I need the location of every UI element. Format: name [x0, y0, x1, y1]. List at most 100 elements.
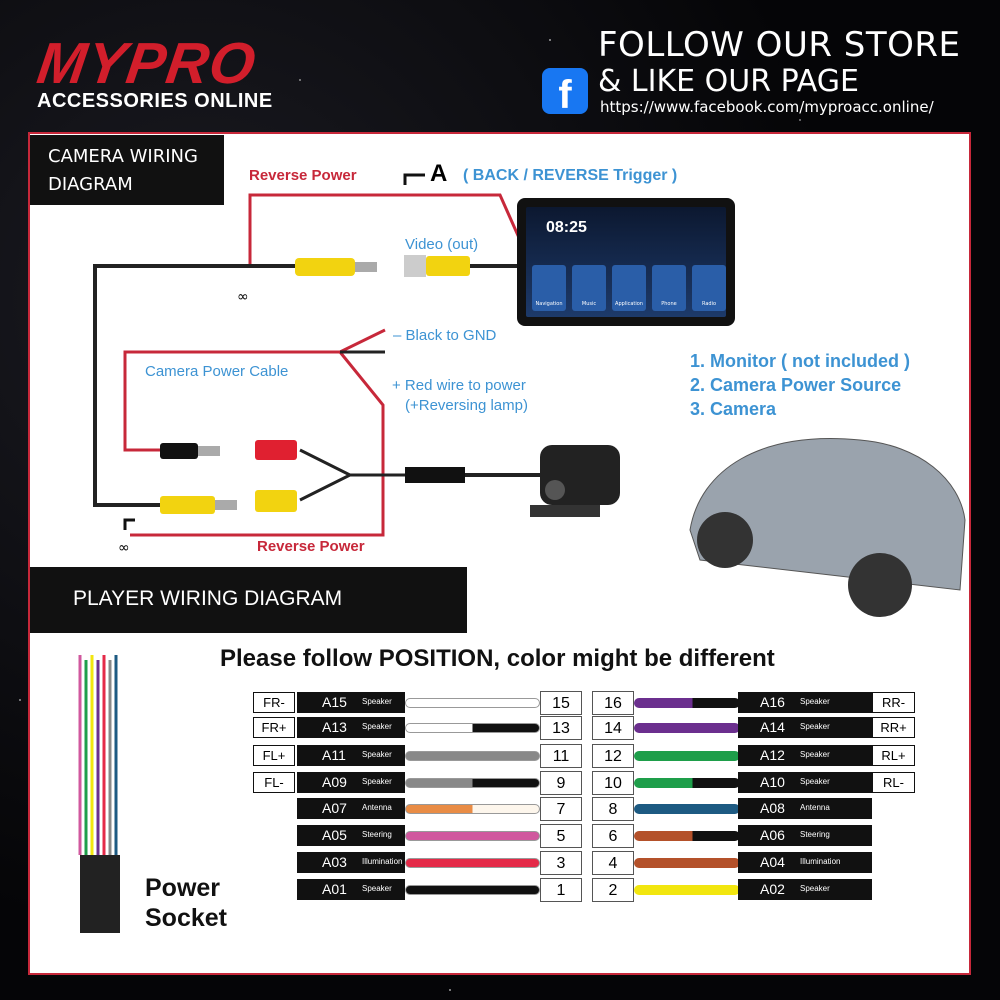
legend-item-camera: 3. Camera: [690, 399, 777, 419]
pin-number: 3: [540, 851, 582, 875]
follow-store-text: FOLLOW OUR STORE: [598, 25, 961, 65]
pin-code-box: A13 Speaker: [297, 717, 405, 738]
black-gnd-label: – Black to GND: [393, 327, 497, 344]
pin-number: 2: [592, 878, 634, 902]
pin-function: Illumination: [362, 857, 403, 866]
legend-list: 1. Monitor ( not included ) 2. Camera Po…: [690, 349, 910, 421]
pin-function: Steering: [362, 830, 392, 839]
pin-code: A01: [322, 881, 347, 897]
pin-side-label: RR+: [872, 717, 915, 738]
harness-image: [78, 655, 120, 933]
wire-A03: [405, 858, 540, 868]
pin-number: 10: [592, 771, 634, 795]
facebook-icon[interactable]: f: [542, 68, 588, 117]
wire-A15: [405, 698, 540, 708]
wire-A07: [405, 804, 540, 814]
socket-line-2: Socket: [145, 904, 227, 932]
pin-number: 16: [592, 691, 634, 715]
camera-power-cable-label: Camera Power Cable: [145, 363, 289, 380]
pin-code-box: A05 Steering: [297, 825, 405, 846]
wire-A11: [405, 751, 540, 761]
pin-code-box: A14 Speaker: [738, 717, 872, 738]
pin-number: 12: [592, 744, 634, 768]
brand-subtitle: ACCESSORIES ONLINE: [37, 90, 273, 112]
pin-code: A09: [322, 774, 347, 790]
svg-text:∞: ∞: [118, 540, 130, 556]
pin-function: Speaker: [362, 777, 392, 786]
pin-function: Illumination: [800, 857, 841, 866]
pin-number: 15: [540, 691, 582, 715]
monitor-app-tile: Music: [572, 265, 606, 311]
pin-side-label: FR-: [253, 692, 295, 713]
pin-side-label: RL-: [872, 772, 915, 793]
pin-number: 5: [540, 824, 582, 848]
pin-number: 11: [540, 744, 582, 768]
wire-A10: [634, 778, 740, 788]
wire-A12: [634, 751, 740, 761]
pin-function: Speaker: [362, 722, 392, 731]
pin-side-label: FL+: [253, 745, 295, 766]
wire-A01: [405, 885, 540, 895]
wire-A09: [405, 778, 540, 788]
pin-code: A10: [760, 774, 785, 790]
pin-side-label: RR-: [872, 692, 915, 713]
pin-code: A06: [760, 827, 785, 843]
position-heading: Please follow POSITION, color might be d…: [220, 645, 775, 672]
reversing-lamp-label: (+Reversing lamp): [405, 397, 528, 414]
monitor-app-tile: Radio: [692, 265, 726, 311]
pin-code: A08: [760, 800, 785, 816]
pin-function: Antenna: [800, 803, 830, 812]
pin-code: A14: [760, 719, 785, 735]
pin-code: A04: [760, 854, 785, 870]
pin-function: Speaker: [800, 884, 830, 893]
pin-code: A13: [322, 719, 347, 735]
facebook-url[interactable]: https://www.facebook.com/myproacc.online…: [600, 98, 934, 116]
wire-A06: [634, 831, 740, 841]
pin-code-box: A04 Illumination: [738, 852, 872, 873]
pin-code: A12: [760, 747, 785, 763]
pin-function: Speaker: [362, 697, 392, 706]
pin-number: 13: [540, 716, 582, 740]
pin-number: 14: [592, 716, 634, 740]
wire-A16: [634, 698, 740, 708]
wire-A05: [405, 831, 540, 841]
pin-function: Antenna: [362, 803, 392, 812]
pin-function: Speaker: [800, 722, 830, 731]
reverse-power-bottom-label: Reverse Power: [257, 538, 365, 555]
pin-side-label: FL-: [253, 772, 295, 793]
wire-A14: [634, 723, 740, 733]
wire-A04: [634, 858, 740, 868]
svg-text:∞: ∞: [237, 289, 249, 305]
wire-A13: [405, 723, 540, 733]
pin-code-box: A08 Antenna: [738, 798, 872, 819]
pin-code: A05: [322, 827, 347, 843]
legend-item-monitor: 1. Monitor ( not included ): [690, 351, 910, 371]
monitor-app-tile: Application: [612, 265, 646, 311]
player-wiring-title: PLAYER WIRING DIAGRAM: [30, 567, 467, 633]
pin-number: 4: [592, 851, 634, 875]
wire-A08: [634, 804, 740, 814]
pin-code-box: A09 Speaker: [297, 772, 405, 793]
red-wire-label: + Red wire to power: [392, 377, 526, 394]
like-page-text: & LIKE OUR PAGE: [598, 64, 859, 99]
trigger-letter: A: [430, 160, 448, 187]
pin-code: A15: [322, 694, 347, 710]
pin-code-box: A15 Speaker: [297, 692, 405, 713]
monitor-app-tile: Navigation: [532, 265, 566, 311]
pin-code: A16: [760, 694, 785, 710]
wire-A02: [634, 885, 740, 895]
pin-function: Speaker: [362, 750, 392, 759]
pin-number: 6: [592, 824, 634, 848]
socket-line-1: Power: [145, 874, 221, 902]
camera-wiring-title: CAMERA WIRING DIAGRAM: [30, 135, 224, 205]
legend-item-power-source: 2. Camera Power Source: [690, 375, 902, 395]
